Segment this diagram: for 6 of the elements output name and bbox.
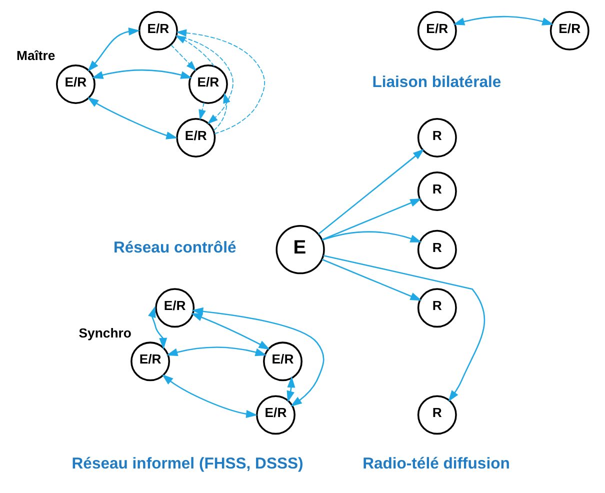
label: Radio-télé diffusion bbox=[362, 455, 510, 472]
label: Réseau contrôlé bbox=[113, 240, 236, 257]
label: Réseau informel (FHSS, DSSS) bbox=[72, 455, 304, 472]
label: Liaison bilatérale bbox=[372, 74, 502, 92]
node-label: Maître bbox=[16, 48, 56, 64]
node-label: Synchro bbox=[78, 325, 132, 340]
